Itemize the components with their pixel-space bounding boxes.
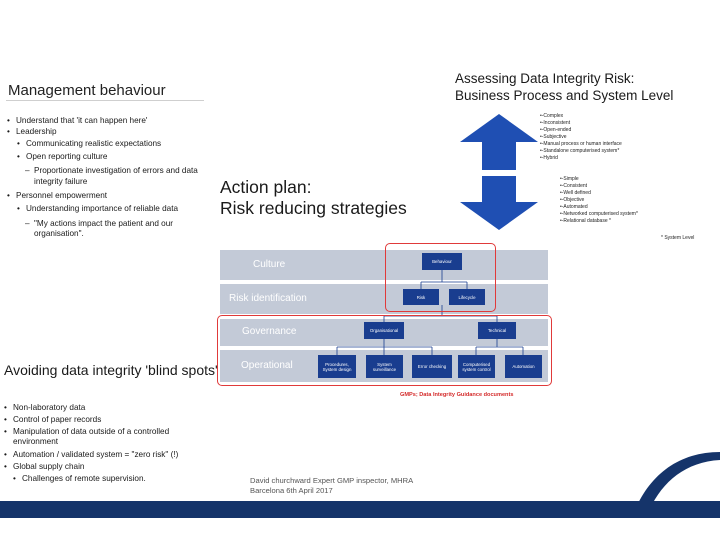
footer-swoosh-icon <box>632 452 720 518</box>
band-label: Culture <box>253 259 286 270</box>
list-item-continuation: integrity failure <box>34 177 88 186</box>
risk-arrows <box>460 114 538 230</box>
band-label: Governance <box>242 326 297 337</box>
management-behaviour-title: Management behaviour <box>8 82 166 99</box>
list-item-continuation: environment <box>13 437 59 446</box>
list-item: •Automation / validated system = "zero r… <box>4 450 179 459</box>
list-item: •-Standalone computerised system* <box>540 148 620 154</box>
footer-bar <box>0 501 720 518</box>
list-item: •-Well defined <box>560 190 591 196</box>
list-item: •Understand that 'it can happen here' <box>7 116 148 125</box>
action-plan-title-line2: Risk reducing strategies <box>220 198 407 218</box>
list-item: •Understanding importance of reliable da… <box>17 204 179 213</box>
presenter-credit-line1: David churchward Expert GMP inspector, M… <box>250 476 414 485</box>
list-item: •Communicating realistic expectations <box>17 139 162 148</box>
list-item: •Open reporting culture <box>17 152 108 161</box>
list-item: •-Complex <box>540 113 564 119</box>
list-item: •-Relational database * <box>560 218 611 224</box>
list-item: •Personnel empowerment <box>7 191 108 200</box>
list-item: •Global supply chain <box>4 462 85 471</box>
box-risk: Risk <box>403 289 439 305</box>
box-behaviour: Behaviour <box>422 253 462 270</box>
list-item: •Leadership <box>7 127 57 136</box>
list-item: –Proportionate investigation of errors a… <box>25 166 198 175</box>
up-arrow-icon <box>460 114 538 170</box>
box-automation: Automation <box>505 355 542 378</box>
action-plan-title: Action plan: Risk reducing strategies <box>220 177 407 219</box>
box-system-surveillance: System surveillance <box>366 355 403 378</box>
governance-operational-highlight-frame <box>217 315 552 386</box>
list-item: •-Simple <box>560 176 579 182</box>
box-procedures-system-design: Procedures, System design <box>318 355 356 378</box>
box-organisational: Organisational <box>364 322 404 339</box>
behaviour-risk-highlight-frame <box>385 243 496 312</box>
assessing-title-line1: Assessing Data Integrity Risk: <box>455 71 635 86</box>
title-divider <box>6 100 204 101</box>
list-item: –"My actions impact the patient and our <box>25 219 173 228</box>
list-item: •-Networked computerised system* <box>560 211 638 217</box>
band-label: Risk identification <box>229 293 307 304</box>
box-lifecycle: Lifecycle <box>449 289 485 305</box>
list-item: •-Manual process or human interface <box>540 141 622 147</box>
gmp-guidance-caption: GMPs; Data Integrity Guidance documents <box>400 392 514 398</box>
list-item: •-Hybrid <box>540 155 558 161</box>
band-risk-identification: Risk identification <box>220 284 548 314</box>
box-technical: Technical <box>478 322 516 339</box>
list-item: •-Automated <box>560 204 588 210</box>
list-item: •Non-laboratory data <box>4 403 86 412</box>
box-error-checking: Error checking <box>412 355 452 378</box>
box-computerised-system-control: Computerised system control <box>458 355 495 378</box>
system-level-footnote: * System Level <box>661 235 695 241</box>
down-arrow-icon <box>460 176 538 230</box>
list-item: •-Objective <box>560 197 585 203</box>
action-plan-title-line1: Action plan: <box>220 177 312 197</box>
list-item: •-Open-ended <box>540 127 572 133</box>
avoiding-blind-spots-title: Avoiding data integrity 'blind spots' <box>4 362 218 378</box>
list-item: •Control of paper records <box>4 415 102 424</box>
list-item: •-Consistent <box>560 183 588 189</box>
presenter-credit-line2: Barcelona 6th April 2017 <box>250 486 333 495</box>
assessing-title-line2: Business Process and System Level <box>455 87 674 103</box>
band-label: Operational <box>241 360 293 371</box>
assessing-risk-title: Assessing Data Integrity Risk: Business … <box>455 71 673 104</box>
list-item: •-Inconsistent <box>540 120 571 126</box>
list-item: •Challenges of remote supervision. <box>13 474 146 483</box>
list-item: •-Subjective <box>540 134 567 140</box>
list-item: •Manipulation of data outside of a contr… <box>4 427 170 436</box>
presenter-credit: David churchward Expert GMP inspector, M… <box>250 476 413 496</box>
band-culture: Culture <box>220 250 548 280</box>
list-item-continuation: organisation". <box>34 229 84 238</box>
